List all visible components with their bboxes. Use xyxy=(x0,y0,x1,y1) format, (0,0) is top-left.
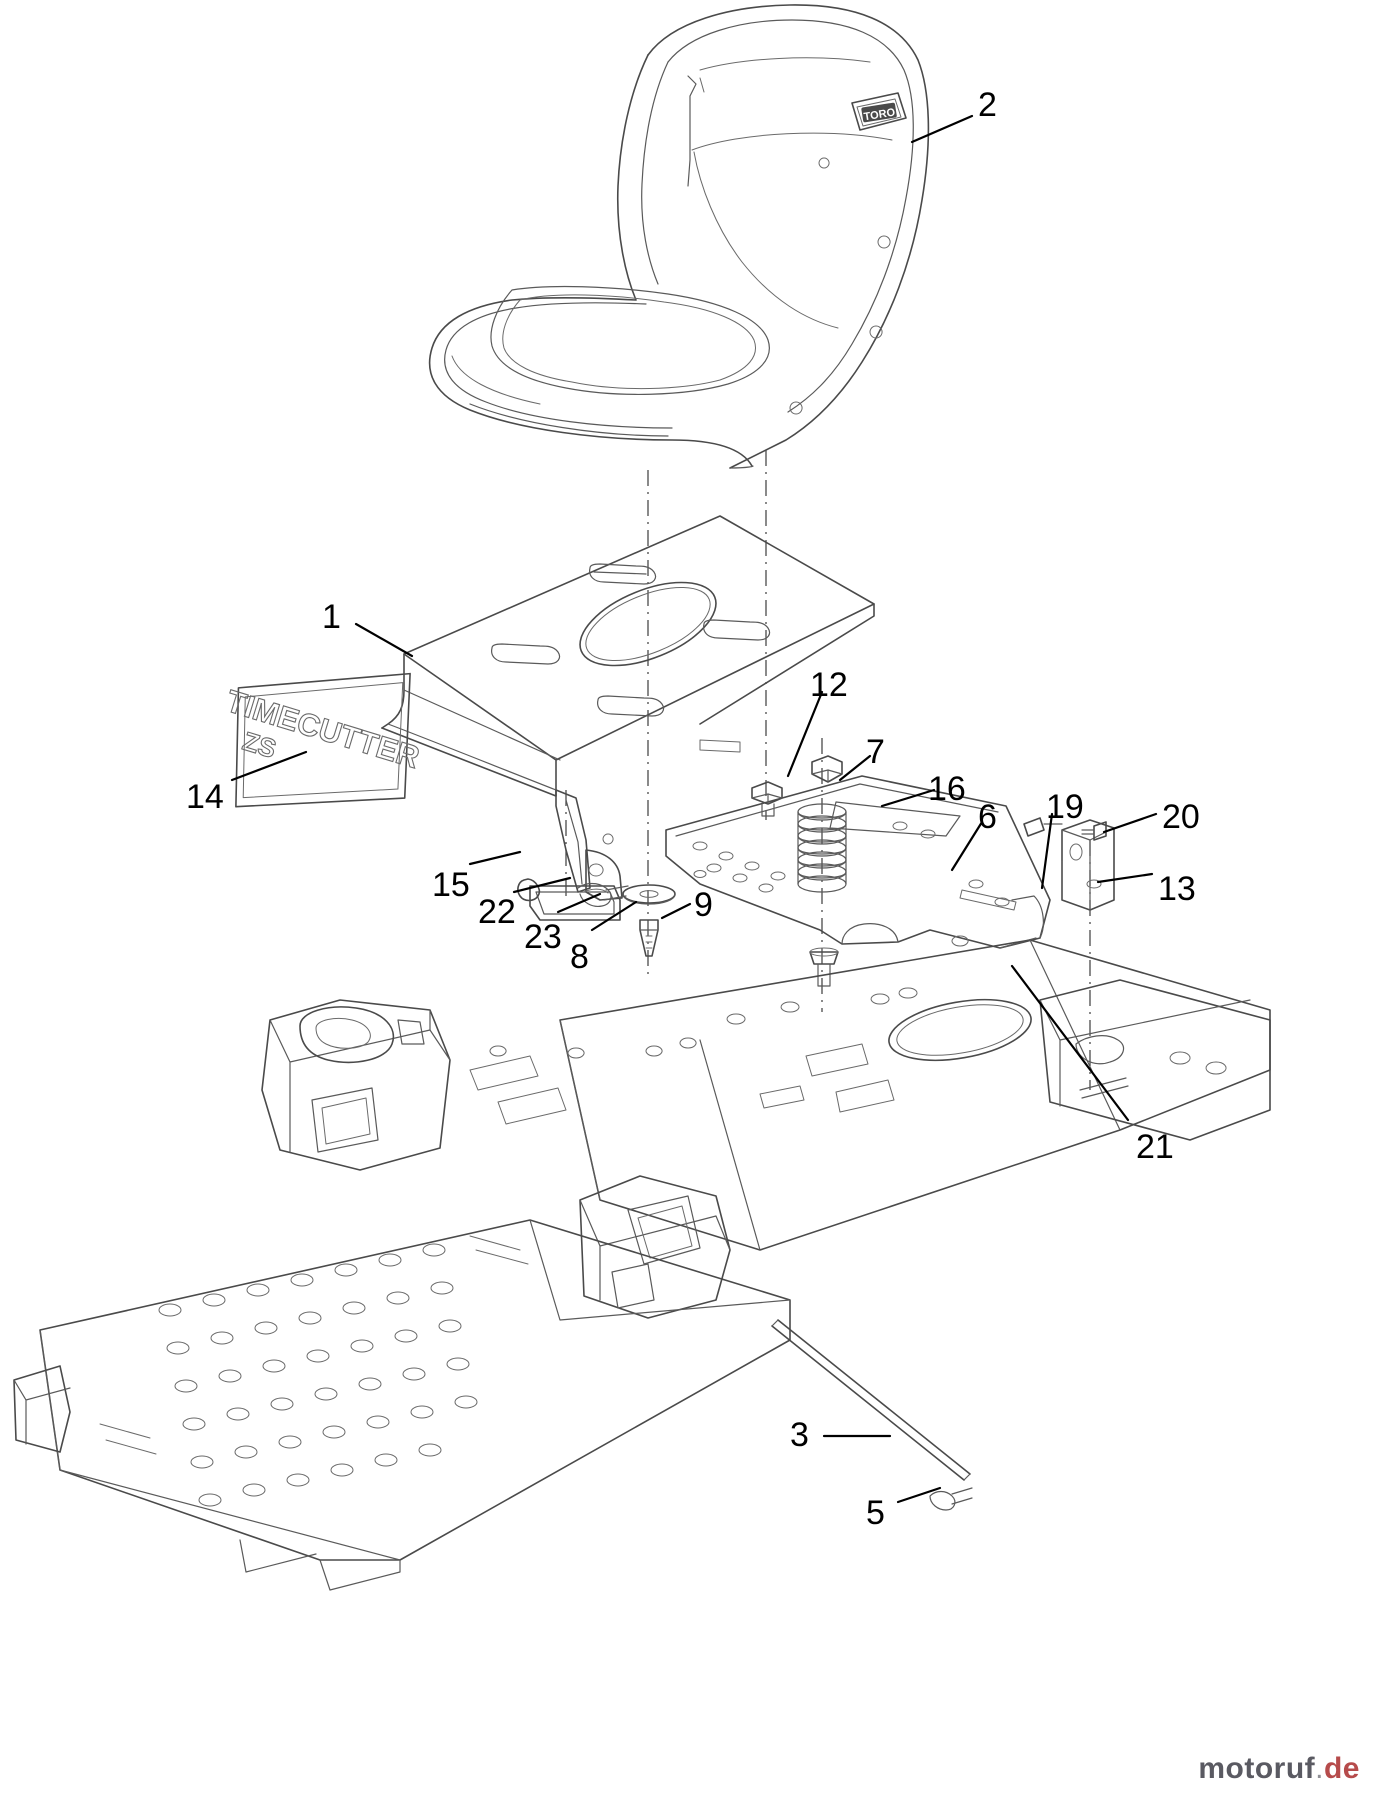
callout-2[interactable]: 2 xyxy=(978,86,997,124)
flange-nut-part xyxy=(811,755,843,783)
callout-6[interactable]: 6 xyxy=(978,798,997,836)
seat-part xyxy=(428,4,930,469)
bolt-12-part xyxy=(751,781,783,817)
svg-text:TORO: TORO xyxy=(863,106,897,123)
site-watermark: motoruf.de xyxy=(1198,1752,1360,1786)
callout-21[interactable]: 21 xyxy=(1136,1128,1174,1166)
cotter-pin-5-part xyxy=(929,1487,973,1511)
carriage-bolt-part xyxy=(639,919,659,957)
callout-9[interactable]: 9 xyxy=(694,886,713,924)
callout-22[interactable]: 22 xyxy=(478,893,516,931)
callout-13[interactable]: 13 xyxy=(1158,870,1196,908)
callout-5[interactable]: 5 xyxy=(866,1494,885,1532)
callout-1[interactable]: 1 xyxy=(322,598,341,636)
callout-16[interactable]: 16 xyxy=(928,770,966,808)
screw-13-part xyxy=(1023,817,1063,837)
flat-washer-part xyxy=(622,884,676,905)
callout-20[interactable]: 20 xyxy=(1162,798,1200,836)
seat-spring-part xyxy=(797,803,847,893)
callout-8[interactable]: 8 xyxy=(570,938,589,976)
callout-leaders xyxy=(230,114,1158,1504)
callout-23[interactable]: 23 xyxy=(524,918,562,956)
callout-7[interactable]: 7 xyxy=(866,733,885,771)
frame-bolt-21-part xyxy=(809,947,839,987)
seat-plate-part xyxy=(381,515,875,797)
callout-3[interactable]: 3 xyxy=(790,1416,809,1454)
mower-frame-part xyxy=(13,939,1271,1591)
callout-14[interactable]: 14 xyxy=(186,778,224,816)
rod-3-part xyxy=(771,1319,971,1481)
hairpin-cotter-art xyxy=(577,882,629,907)
callout-12[interactable]: 12 xyxy=(810,666,848,704)
footplate-dimples xyxy=(158,1243,478,1507)
pivot-bracket-part xyxy=(517,789,629,921)
callout-15[interactable]: 15 xyxy=(432,866,470,904)
callout-19[interactable]: 19 xyxy=(1046,788,1084,826)
seat-spring-plate-part xyxy=(665,775,1051,949)
watermark-dot: . xyxy=(1315,1752,1324,1785)
watermark-tld: de xyxy=(1323,1752,1360,1785)
toro-badge-art: TORO xyxy=(851,92,907,131)
screw-20-part xyxy=(1081,821,1107,841)
timecutter-decal-art: TIMECUTTER ZS xyxy=(222,672,424,808)
watermark-brand: motoruf xyxy=(1198,1752,1316,1785)
